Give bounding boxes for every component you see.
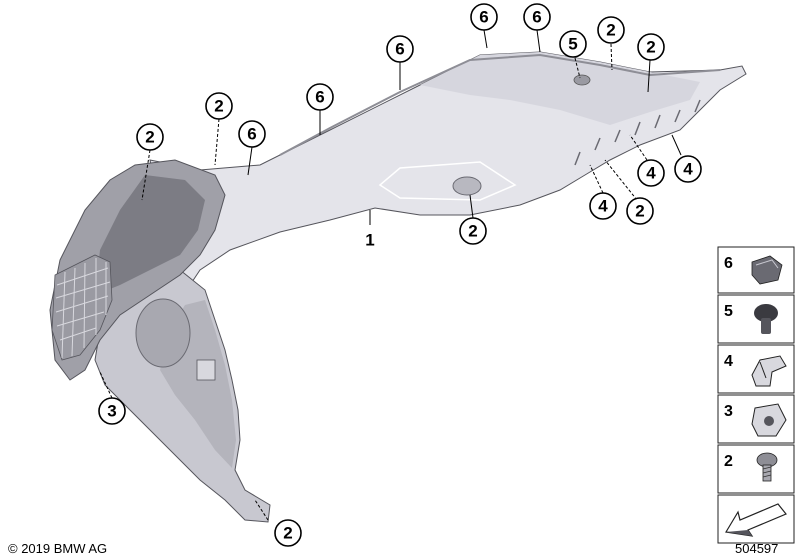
svg-text:6: 6: [247, 125, 256, 144]
svg-text:2: 2: [283, 524, 292, 543]
legend-item-5: 5: [717, 294, 795, 344]
leader-lines: [99, 29, 682, 521]
rivet-hole: [573, 74, 591, 86]
callout: 2: [637, 33, 665, 61]
callout: 2: [274, 519, 302, 547]
callout: 5: [559, 30, 587, 58]
svg-text:3: 3: [107, 402, 116, 421]
svg-text:2: 2: [606, 21, 615, 40]
callout: 6: [470, 3, 498, 31]
svg-text:2: 2: [468, 222, 477, 241]
callout: 4: [589, 192, 617, 220]
opening-outline: [378, 161, 517, 201]
side-panel-part: [49, 51, 747, 523]
svg-text:6: 6: [532, 8, 541, 27]
clip-nut-icon: [751, 355, 787, 387]
svg-text:6: 6: [724, 255, 733, 272]
legend-item-2: 2: [717, 444, 795, 494]
main-part-label: 1: [365, 231, 374, 250]
legend-item-4: 4: [717, 344, 795, 394]
svg-text:6: 6: [395, 40, 404, 59]
svg-text:4: 4: [724, 353, 733, 370]
panel-top-ridge: [279, 53, 721, 156]
opening-hole: [452, 176, 482, 196]
svg-text:3: 3: [724, 403, 733, 420]
legend-item-6: 6: [717, 246, 795, 294]
svg-text:2: 2: [214, 97, 223, 116]
arrow-direction-icon: [725, 503, 787, 537]
callout: 6: [523, 3, 551, 31]
svg-text:1: 1: [365, 231, 374, 250]
svg-text:4: 4: [683, 160, 693, 179]
svg-text:6: 6: [479, 8, 488, 27]
callout: 2: [136, 123, 164, 151]
svg-text:2: 2: [145, 128, 154, 147]
callout: 4: [674, 155, 702, 183]
legend: 6 5 4 3: [717, 246, 795, 544]
svg-text:5: 5: [568, 35, 577, 54]
callouts: 6 6 5 2 2 6 6 2 2 6 2 4 4 2 4 2 3 1: [98, 3, 702, 547]
round-cover: [135, 298, 191, 368]
image-number: 504597: [735, 541, 779, 556]
callout: 4: [637, 159, 665, 187]
callout: 6: [306, 83, 334, 111]
svg-text:4: 4: [646, 164, 656, 183]
svg-text:2: 2: [646, 38, 655, 57]
bracket-tab: [196, 359, 216, 381]
legend-arrow-box: [717, 494, 795, 544]
copyright-text: © 2019 BMW AG: [8, 541, 108, 556]
callout: 2: [597, 16, 625, 44]
legend-item-3: 3: [717, 394, 795, 444]
callout: 6: [386, 35, 414, 63]
spring-nut-clip-icon: [751, 255, 783, 285]
svg-text:4: 4: [598, 197, 608, 216]
cage-nut-icon: [751, 403, 787, 437]
svg-text:2: 2: [635, 202, 644, 221]
svg-text:6: 6: [315, 88, 324, 107]
callout: 3: [98, 397, 126, 425]
expanding-rivet-icon: [754, 304, 778, 334]
lens-grid-lines: [55, 258, 111, 359]
torx-screw-icon: [756, 452, 778, 482]
callout: 2: [626, 197, 654, 225]
callout: 6: [238, 120, 266, 148]
svg-text:2: 2: [724, 453, 733, 470]
front-inner: [95, 175, 205, 295]
callout: 2: [459, 217, 487, 245]
callout: 2: [205, 92, 233, 120]
svg-text:5: 5: [724, 303, 733, 320]
panel-ribs: [574, 99, 701, 166]
